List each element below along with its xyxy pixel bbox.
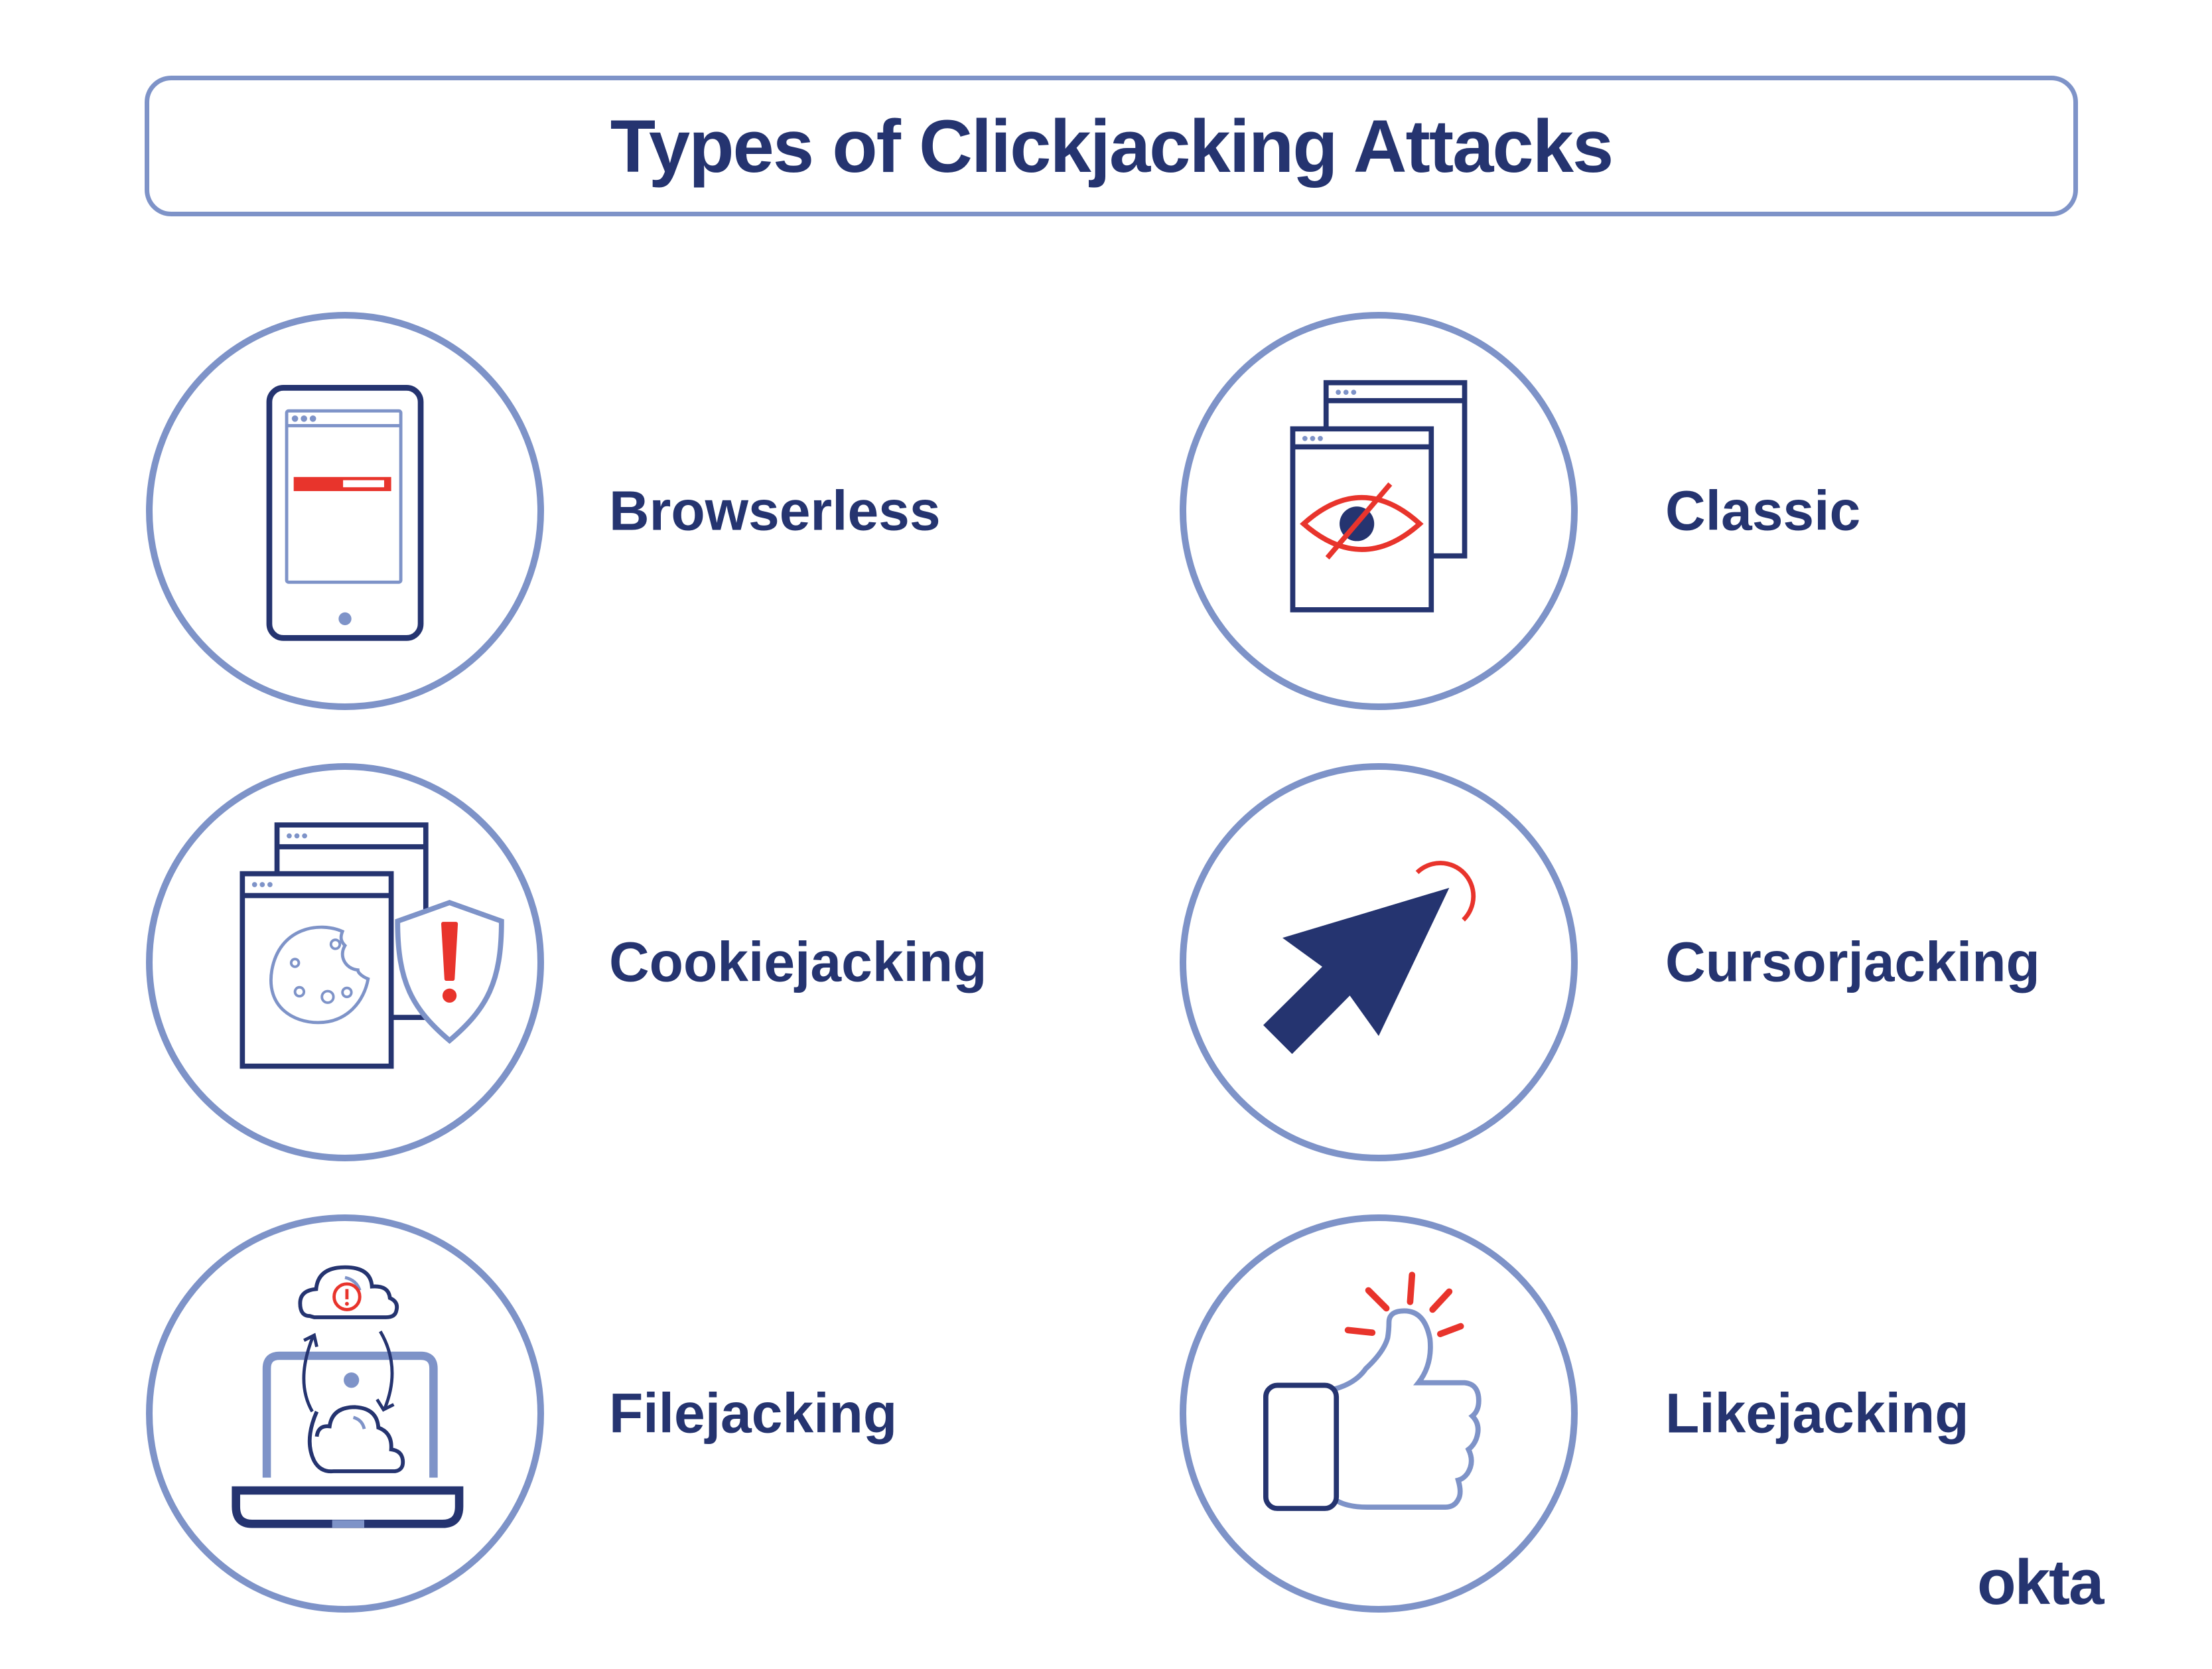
- title-box: Types of Clickjacking Attacks: [145, 76, 2078, 216]
- hidden-eye-windows-icon: [1290, 380, 1468, 613]
- label-cursorjacking: Cursorjacking: [1665, 930, 2040, 993]
- tablet-browser-icon: [266, 385, 424, 641]
- label-likejacking: Likejacking: [1665, 1382, 1969, 1445]
- cookie-shield-alert-icon: [240, 822, 504, 1069]
- label-cookiejacking: Cookiejacking: [609, 930, 987, 993]
- icon-circle-cursorjacking: [1180, 763, 1578, 1161]
- icon-circle-browserless: [146, 312, 544, 710]
- icon-circle-cookiejacking: [146, 763, 544, 1161]
- label-filejacking: Filejacking: [609, 1382, 898, 1445]
- icon-circle-filejacking: [146, 1214, 544, 1613]
- laptop-cloud-sync-icon: [232, 1265, 464, 1528]
- icon-circle-likejacking: [1180, 1214, 1578, 1613]
- okta-logo: okta: [1977, 1547, 2104, 1618]
- thumbs-up-icon: [1263, 1271, 1482, 1511]
- page-title: Types of Clickjacking Attacks: [610, 104, 1614, 188]
- label-browserless: Browserless: [609, 479, 941, 542]
- cursor-arrow-icon: [1263, 861, 1476, 1054]
- icon-circle-classic: [1180, 312, 1578, 710]
- label-classic: Classic: [1665, 479, 1861, 542]
